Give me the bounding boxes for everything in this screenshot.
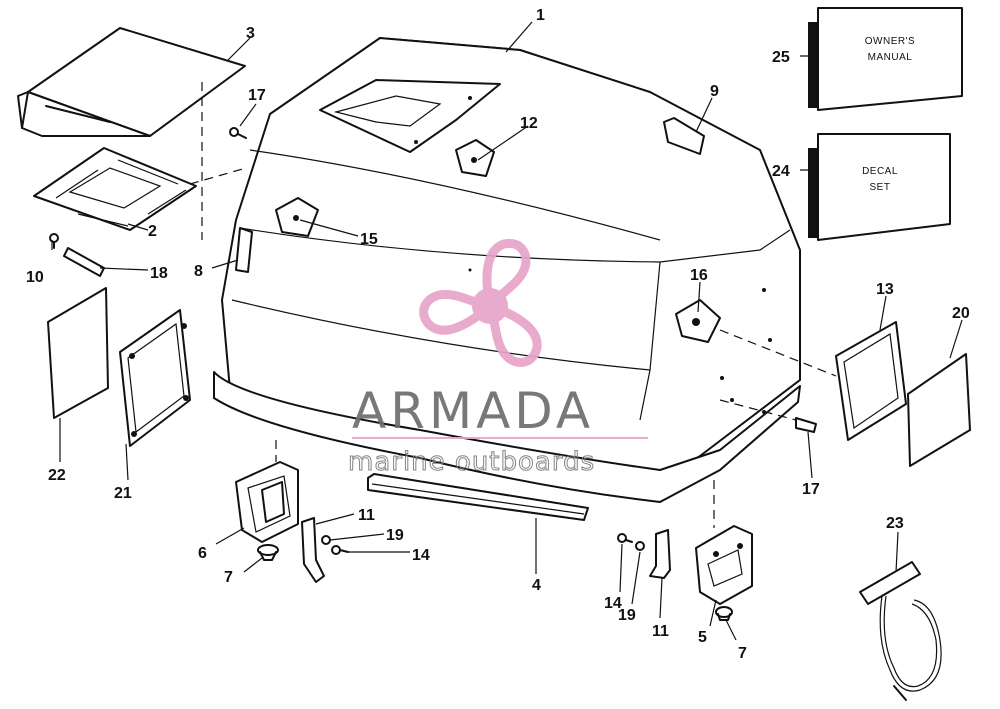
part-17-screw-top (229, 127, 247, 139)
part-17-screw-side (795, 417, 817, 433)
part-7-knob-left (257, 544, 279, 561)
part-14-screw-left (331, 545, 349, 555)
decal-set-line2: SET (870, 182, 891, 193)
callout-12: 12 (520, 115, 538, 132)
callout-14b: 14 (604, 595, 622, 612)
callout-17a: 17 (248, 87, 266, 104)
part-6-latch-bracket (235, 461, 299, 543)
callout-8: 8 (194, 263, 203, 280)
part-14-screw-right (617, 533, 633, 543)
part-2-silencer-base (33, 147, 197, 231)
part-4-seal-strip (367, 473, 589, 521)
callout-20: 20 (952, 305, 970, 322)
watermark-brand: ARMADA (352, 382, 594, 440)
callout-22: 22 (48, 467, 66, 484)
part-22-panel (47, 287, 109, 419)
callout-1: 1 (536, 7, 545, 24)
callout-11b: 11 (652, 623, 669, 640)
part-16-grommet (675, 299, 721, 343)
callout-15: 15 (360, 231, 378, 248)
part-18-tube (63, 247, 105, 277)
callout-7b: 7 (738, 645, 747, 662)
callout-23: 23 (886, 515, 904, 532)
callout-9: 9 (710, 83, 719, 100)
part-7-knob-right (715, 606, 733, 621)
part-5-latch-bracket (695, 525, 753, 605)
part-10-screw (49, 233, 59, 249)
part-13-gasket (835, 321, 907, 441)
propeller-logo-icon (418, 238, 546, 368)
armada-watermark: ARMADA marine outboards (348, 238, 648, 478)
callout-25: 25 (772, 49, 790, 66)
owners-manual-box: OWNER'S MANUAL (808, 7, 963, 111)
part-3-silencer-cover (17, 27, 246, 137)
owners-manual-line1: OWNER'S (865, 36, 915, 47)
callout-7a: 7 (224, 569, 233, 586)
callout-21: 21 (114, 485, 132, 502)
callout-18: 18 (150, 265, 168, 282)
part-23-handle-cable (859, 561, 942, 701)
part-20-panel (907, 353, 971, 467)
callout-19a: 19 (386, 527, 404, 544)
part-11-latch-right (649, 529, 671, 579)
callout-11a: 11 (358, 507, 375, 524)
callout-4: 4 (532, 577, 541, 594)
callout-3: 3 (246, 25, 255, 42)
part-19-washer-left (321, 535, 331, 545)
part-1-motor-cover (213, 37, 801, 503)
decal-set-line1: DECAL (862, 166, 898, 177)
part-11-latch-left (301, 517, 325, 583)
callout-6: 6 (198, 545, 207, 562)
decal-set-box: DECAL SET (808, 133, 951, 241)
part-12-grommet (455, 139, 495, 177)
callout-17b: 17 (802, 481, 820, 498)
callout-numbers: 1 2 3 4 5 6 7 7 8 9 10 11 11 12 13 14 14… (26, 7, 970, 662)
callout-19b: 19 (618, 607, 636, 624)
callout-13: 13 (876, 281, 894, 298)
callout-24: 24 (772, 163, 790, 180)
callout-16: 16 (690, 267, 708, 284)
leader-lines (51, 21, 963, 641)
callout-2: 2 (148, 223, 157, 240)
part-9-seal (663, 117, 705, 155)
owners-manual-line2: MANUAL (868, 52, 913, 63)
part-21-gasket-panel (119, 309, 191, 447)
callout-5: 5 (698, 629, 707, 646)
part-8-seal (235, 227, 253, 273)
watermark-tagline: marine outboards (348, 447, 595, 477)
callout-14a: 14 (412, 547, 430, 564)
callout-10: 10 (26, 269, 44, 286)
part-19-washer-right (635, 541, 645, 551)
